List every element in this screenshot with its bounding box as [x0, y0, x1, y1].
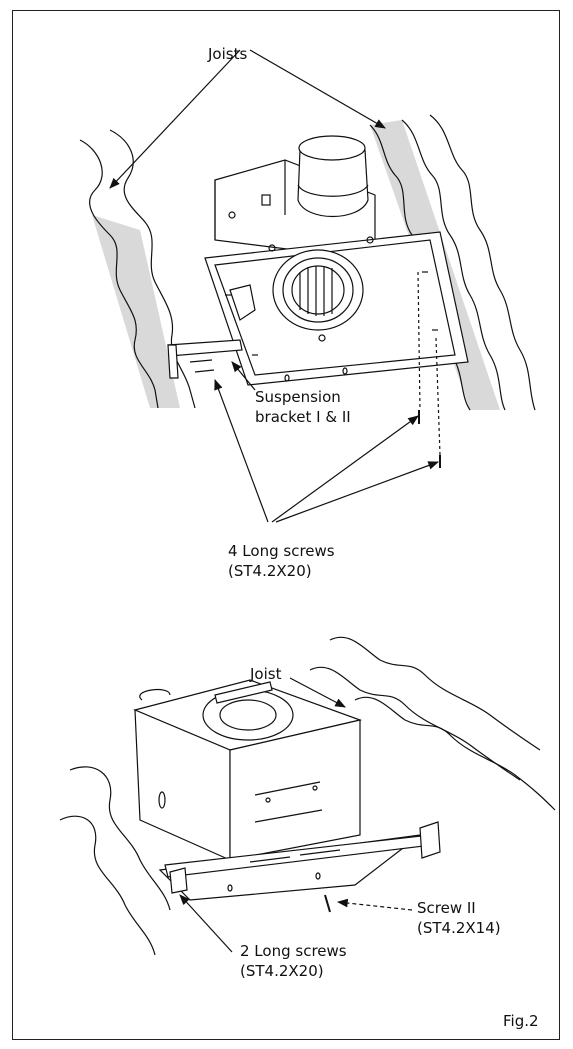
joist-label: Joist: [250, 665, 282, 683]
screw-ii-label-line1: Screw II: [417, 899, 476, 917]
top-long-screws-label-line1: 4 Long screws: [228, 542, 335, 560]
suspension-bracket-label-line2: bracket I & II: [255, 408, 351, 426]
bottom-diagram: [59, 636, 556, 956]
bottom-long-screws-label-line2: (ST4.2X20): [240, 962, 324, 980]
figure-frame: [12, 10, 560, 1040]
bottom-housing: [133, 679, 363, 861]
suspension-bracket-label-line1: Suspension: [255, 388, 341, 406]
grille-plate: [204, 231, 469, 386]
bottom-joist: [59, 636, 556, 956]
top-long-screws-label-line2: (ST4.2X20): [228, 562, 312, 580]
duct-collar: [297, 135, 369, 217]
bottom-bracket-rail: [158, 821, 441, 901]
screw-ii-label-line2: (ST4.2X14): [417, 919, 501, 937]
top-diagram: [79, 49, 536, 523]
joists-label: Joists: [208, 45, 248, 63]
suspension-bracket-top: [167, 339, 243, 379]
bottom-long-screws-label-line1: 2 Long screws: [240, 942, 347, 960]
figure-label: Fig.2: [503, 1012, 539, 1030]
left-joist: [79, 129, 196, 409]
